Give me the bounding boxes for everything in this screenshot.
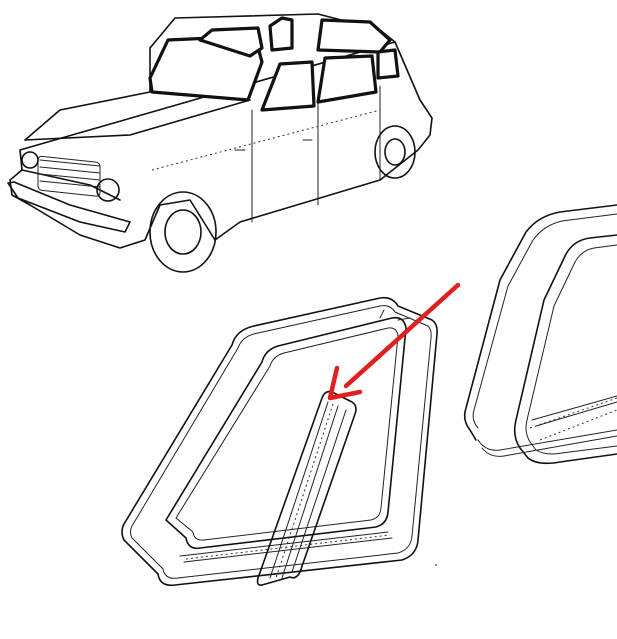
divider-strip-outer xyxy=(256,390,357,586)
callout-arrow xyxy=(327,282,461,401)
car-body xyxy=(9,41,433,249)
side-window-seal-outer-lip xyxy=(472,213,617,429)
side-window-seal xyxy=(463,204,617,465)
side-window-seal-channel-texture xyxy=(529,397,617,441)
car-headlight-left xyxy=(21,151,39,169)
rear-quarter-seal-inner xyxy=(165,316,407,550)
rear-quarter-seal-outer xyxy=(121,296,438,587)
car-front-hub xyxy=(164,209,202,255)
car-door-lines xyxy=(251,85,381,223)
car-front-wheel xyxy=(149,191,217,273)
divider-strip-groove-1 xyxy=(269,401,329,579)
car-grille-bars xyxy=(39,159,101,188)
car-headlight-right xyxy=(96,178,120,202)
callout-arrow-shaft xyxy=(343,282,461,389)
rear-quarter-seal-corner xyxy=(379,309,411,321)
side-window-seal-inner-lip xyxy=(525,244,617,455)
rear-quarter-seal-channel xyxy=(179,531,393,563)
car-rear-wheel xyxy=(374,125,416,179)
side-window-seal-channel-lower xyxy=(531,395,617,427)
car-roof-window-seal xyxy=(316,18,392,54)
callout-arrow-head xyxy=(327,365,363,401)
divider-strip xyxy=(256,390,357,586)
side-window-seal-outer xyxy=(463,204,617,441)
car-rear-hub xyxy=(384,138,406,166)
car-mid-pillar-seal xyxy=(268,16,294,52)
car-rear-door-window-seal xyxy=(316,54,378,104)
rear-quarter-seal xyxy=(121,296,438,587)
divider-strip-groove-2 xyxy=(281,405,339,579)
car-illustration xyxy=(7,13,433,273)
car-swage-line xyxy=(151,109,381,171)
rear-quarter-seal-channel-texture xyxy=(185,534,391,560)
car-quarter-window-seal xyxy=(376,48,400,80)
side-window-seal-channel xyxy=(477,429,617,457)
divider-strip-edge xyxy=(291,409,347,573)
rear-quarter-seal-outer-lip xyxy=(130,305,432,579)
side-window-seal-inner xyxy=(513,234,617,465)
divider-strip-texture xyxy=(275,403,334,579)
car-front-window-seal xyxy=(198,26,264,58)
car-bumper xyxy=(7,181,131,233)
car-door-handles xyxy=(234,139,313,151)
car-hood xyxy=(21,99,251,201)
rear-quarter-seal-inner-lip xyxy=(175,327,399,541)
scan-speck xyxy=(435,564,437,566)
car-door-window-seal xyxy=(260,60,316,112)
